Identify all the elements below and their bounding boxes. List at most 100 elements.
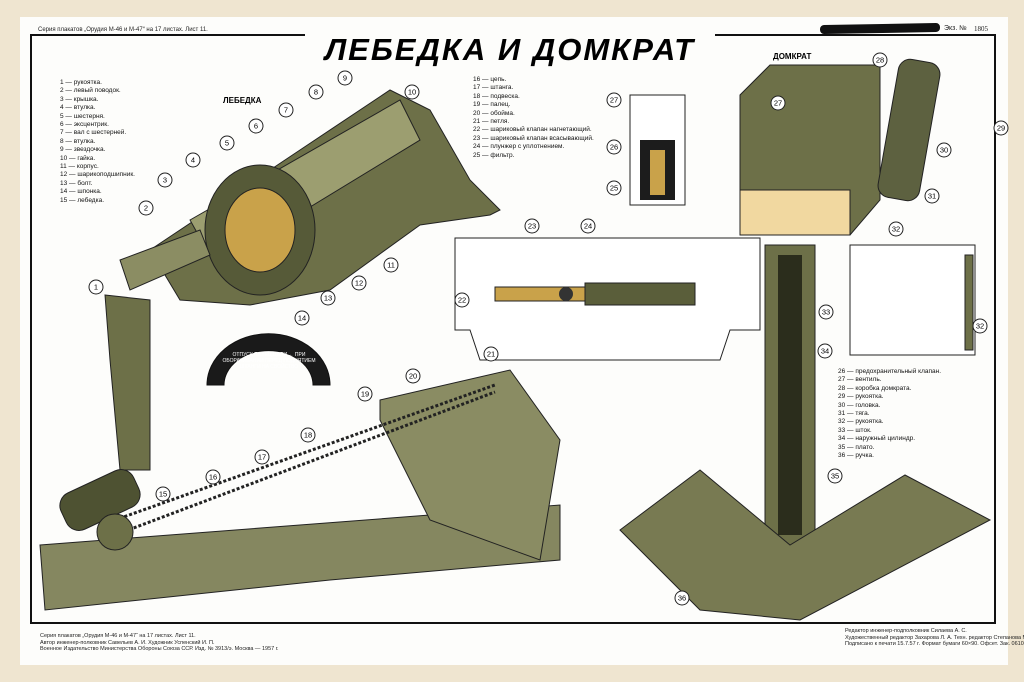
winch-drawing: [59, 89, 501, 531]
callout-27: 27: [770, 95, 786, 111]
legend-item: 27 — вентиль.: [838, 376, 882, 384]
callout-circle: [606, 92, 622, 108]
callout-number: 32: [976, 322, 984, 331]
callout-number: 21: [487, 350, 495, 359]
callout-number: 1: [94, 283, 98, 292]
callout-34: 34: [817, 343, 833, 359]
legend-item: 2 — левый поводок.: [60, 87, 121, 95]
callout-number: 12: [355, 279, 363, 288]
callout-1: 1: [88, 279, 104, 295]
callout-10: 10: [404, 84, 420, 100]
callout-9: 9: [337, 70, 353, 86]
callout-circle: [454, 292, 470, 308]
callout-circle: [674, 590, 690, 606]
callout-circle: [383, 257, 399, 273]
callout-circle: [924, 188, 940, 204]
footer-right: Редактор инженер-подполковник Силаева А.…: [845, 628, 1024, 648]
callout-number: 20: [409, 372, 417, 381]
legend-item: 5 — шестерня.: [60, 112, 105, 120]
callout-circle: [405, 368, 421, 384]
callout-33: 33: [818, 304, 834, 320]
callout-circle: [972, 318, 988, 334]
footer-line: Военное Издательство Министерства Оборон…: [40, 646, 279, 652]
legend-item: 24 — плунжер с уплотнением.: [473, 143, 565, 151]
callout-24: 24: [580, 218, 596, 234]
callout-7: 7: [278, 102, 294, 118]
callout-number: 4: [191, 156, 195, 165]
callout-circle: [351, 275, 367, 291]
callout-circle: [818, 304, 834, 320]
callout-number: 18: [304, 431, 312, 440]
callout-number: 9: [343, 74, 347, 83]
footer-left: Серия плакатов „Орудия М-46 и М-47“ на 1…: [40, 633, 279, 653]
callout-circle: [138, 200, 154, 216]
legend-chain-pump: 16 — цепь.17 — штанга.18 — подвеска.19 —…: [473, 76, 594, 160]
legend-item: 10 — гайка.: [60, 154, 96, 162]
jack-drawing: [619, 58, 992, 621]
callout-circle: [185, 152, 201, 168]
legend-item: 35 — плато.: [838, 443, 875, 451]
callout-number: 14: [298, 314, 306, 323]
callout-number: 11: [387, 261, 395, 270]
callout-25: 25: [606, 180, 622, 196]
callout-number: 28: [876, 56, 884, 65]
callout-number: 17: [258, 453, 266, 462]
callout-5: 5: [219, 135, 235, 151]
callout-number: 16: [209, 473, 217, 482]
callout-2: 2: [138, 200, 154, 216]
callout-circle: [770, 95, 786, 111]
callout-circle: [817, 343, 833, 359]
legend-winch: 1 — рукоятка.2 — левый поводок.3 — крышк…: [60, 79, 135, 205]
callout-4: 4: [185, 152, 201, 168]
callout-circle: [320, 290, 336, 306]
callout-circle: [248, 118, 264, 134]
legend-item: 23 — шариковый клапан всасывающий.: [473, 134, 594, 142]
callout-circle: [872, 52, 888, 68]
callout-number: 7: [284, 106, 288, 115]
callout-20: 20: [405, 368, 421, 384]
callout-29: 29: [993, 120, 1009, 136]
callout-circle: [606, 180, 622, 196]
callout-number: 34: [821, 347, 829, 356]
callout-22: 22: [454, 292, 470, 308]
callout-number: 6: [254, 122, 258, 131]
callout-circle: [827, 468, 843, 484]
callout-number: 33: [822, 308, 830, 317]
footer-line: Художественный редактор Захарова Л. А. Т…: [845, 634, 1024, 641]
legend-item: 32 — рукоятка.: [838, 418, 884, 426]
callout-number: 30: [940, 146, 948, 155]
callout-12: 12: [351, 275, 367, 291]
callout-3: 3: [157, 172, 173, 188]
callout-circle: [337, 70, 353, 86]
callout-number: 2: [144, 204, 148, 213]
legend-item: 8 — втулка.: [60, 137, 96, 145]
legend-item: 16 — цепь.: [473, 76, 507, 83]
instruction-plate: [206, 333, 331, 386]
callout-35: 35: [827, 468, 843, 484]
callout-number: 13: [324, 294, 332, 303]
callout-circle: [606, 139, 622, 155]
callout-circle: [936, 142, 952, 158]
footer-line: Редактор инженер-подполковник Силаева А.…: [845, 628, 967, 634]
callout-17: 17: [254, 449, 270, 465]
callout-circle: [278, 102, 294, 118]
legend-item: 15 — лебедка.: [60, 196, 104, 204]
callout-6: 6: [248, 118, 264, 134]
callout-circle: [205, 469, 221, 485]
callout-8: 8: [308, 84, 324, 100]
callout-16: 16: [205, 469, 221, 485]
jack-section-label: ДОМКРАТ: [773, 52, 812, 61]
callout-number: 29: [997, 124, 1005, 133]
legend-item: 20 — обойма.: [473, 109, 515, 117]
legend-item: 4 — втулка.: [60, 104, 96, 112]
callout-circle: [254, 449, 270, 465]
legend-item: 31 — тяга.: [838, 410, 870, 418]
callout-14: 14: [294, 310, 310, 326]
plate-text: ОТПУСК ПАЛЕЦ ЦЕПИ ← ПРИ ОБОРАЧИВАНИИ ПЕР…: [222, 352, 316, 370]
legend-item: 7 — вал с шестерней.: [60, 129, 127, 137]
callout-circle: [580, 218, 596, 234]
callout-number: 15: [159, 490, 167, 499]
legend-item: 17 — штанга.: [473, 84, 514, 92]
callout-23: 23: [524, 218, 540, 234]
callout-number: 23: [528, 222, 536, 231]
